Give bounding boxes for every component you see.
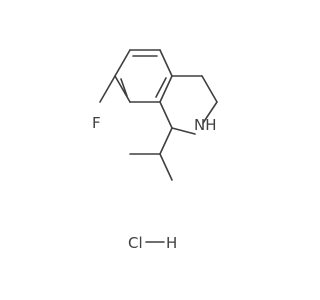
molecule-drawing: F NH Cl H — [92, 49, 218, 252]
double-bond-c9-c10 — [120, 78, 128, 97]
bond-c7-f — [99, 75, 116, 103]
bond-c10-c5 — [114, 49, 131, 77]
bond-c4-c3 — [201, 75, 218, 103]
bond-c3-n2 — [202, 101, 218, 124]
benzene-ring — [114, 49, 173, 103]
amine-label: NH — [194, 116, 217, 134]
bond-c1-isopropyl — [159, 127, 173, 155]
saturated-ring — [159, 75, 218, 135]
double-bond-c7-c8 — [155, 77, 167, 98]
structure-canvas: F NH Cl H — [92, 49, 218, 252]
bond-c6-c7 — [159, 49, 173, 77]
chlorine-label: Cl — [128, 234, 143, 252]
substituents — [99, 75, 173, 181]
hydrogen-label: H — [166, 234, 177, 252]
bond-c7-c8 — [159, 75, 173, 103]
fluorine-label: F — [92, 114, 101, 132]
bond-c1-c8a — [159, 101, 173, 129]
bond-c9-c10 — [114, 75, 131, 103]
bond-n2-c1 — [171, 127, 196, 135]
bond-isopropyl-methyl-right — [159, 153, 173, 181]
